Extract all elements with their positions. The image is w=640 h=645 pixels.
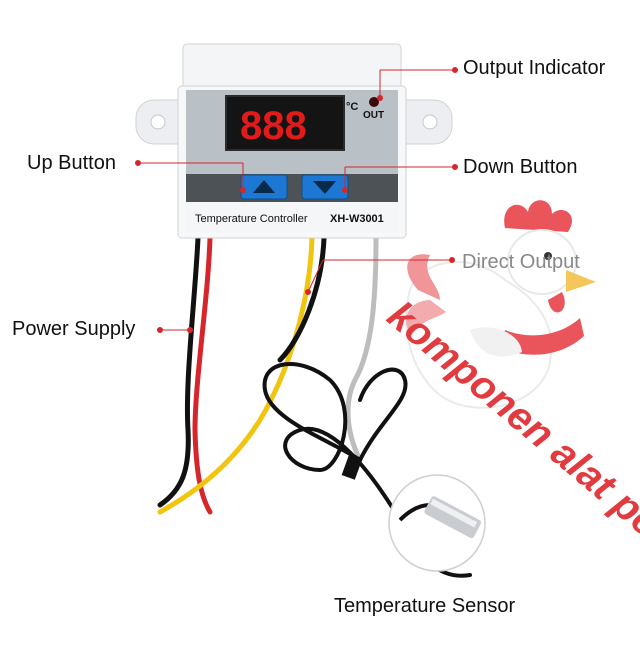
direct-output-callout: Direct Output bbox=[462, 251, 580, 273]
power-supply-callout: Power Supply bbox=[12, 318, 136, 340]
temperature-controller-device bbox=[135, 43, 453, 239]
power-supply-wires bbox=[157, 235, 213, 515]
watermark-rooster-logo bbox=[405, 200, 596, 409]
sensor-probe-inset bbox=[388, 474, 486, 572]
down-arrow-icon bbox=[313, 181, 336, 194]
temperature-sensor-callout: Temperature Sensor bbox=[334, 595, 516, 617]
up-button[interactable] bbox=[240, 174, 288, 200]
out-label: OUT bbox=[363, 110, 384, 121]
output-indicator-callout: Output Indicator bbox=[463, 57, 606, 79]
callout-pointers bbox=[135, 67, 458, 333]
unit-celsius-label: °C bbox=[346, 101, 358, 113]
led-display-digits: 888 bbox=[240, 104, 307, 148]
down-button-callout: Down Button bbox=[463, 156, 578, 178]
output-indicator-led bbox=[369, 97, 379, 107]
device-name-label: Temperature Controller bbox=[195, 213, 308, 225]
up-arrow-icon bbox=[253, 180, 275, 193]
device-model-label: XH-W3001 bbox=[330, 213, 384, 225]
down-button[interactable] bbox=[301, 174, 349, 200]
up-button-callout: Up Button bbox=[27, 152, 116, 174]
